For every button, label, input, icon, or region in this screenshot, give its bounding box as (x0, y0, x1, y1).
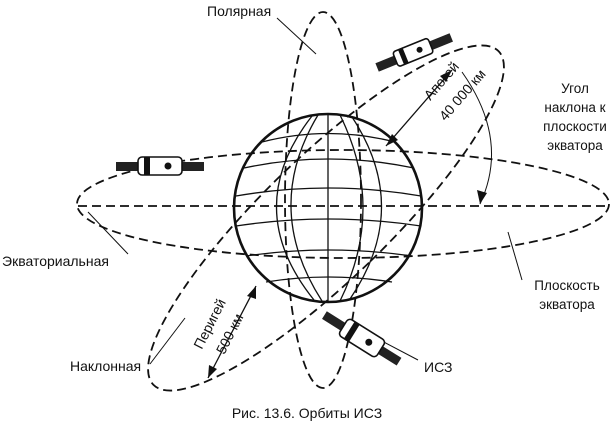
earth-globe (232, 112, 424, 304)
satellite-icon (322, 311, 402, 366)
satellite-label: ИСЗ (424, 359, 452, 375)
inclination-arc (461, 71, 493, 205)
perigee-arrow (207, 285, 257, 379)
equator-plane-label: Плоскость экватора (534, 278, 600, 312)
apogee-arrow (385, 69, 453, 147)
inclination-line: наклона к (544, 100, 605, 115)
equator-plane-line-text: Плоскость (534, 278, 600, 293)
equator-plane-line-text: экватора (539, 297, 595, 312)
equatorial-leader (87, 211, 129, 255)
satellite-icon (116, 156, 204, 176)
equatorial-orbit-label: Экваториальная (2, 253, 109, 269)
polar-orbit-label: Полярная (207, 3, 271, 19)
inclination-angle-label: Угол наклона к плоскости экватора (543, 81, 607, 153)
polar-orbit (284, 11, 362, 389)
inclination-line: экватора (547, 138, 603, 153)
inclined-leader (149, 317, 186, 365)
inclined-orbit (147, 44, 505, 392)
inclination-line: Угол (561, 81, 589, 96)
inclination-line: плоскости (543, 119, 607, 134)
inclined-orbit-label: Наклонная (70, 358, 141, 374)
polar-leader (276, 17, 317, 55)
equator-plane-leader (507, 231, 523, 281)
equatorial-orbit (76, 149, 610, 259)
satellite-icon (375, 33, 453, 72)
satellite-leader (379, 339, 419, 361)
figure-caption: Рис. 13.6. Орбиты ИСЗ (232, 405, 382, 421)
